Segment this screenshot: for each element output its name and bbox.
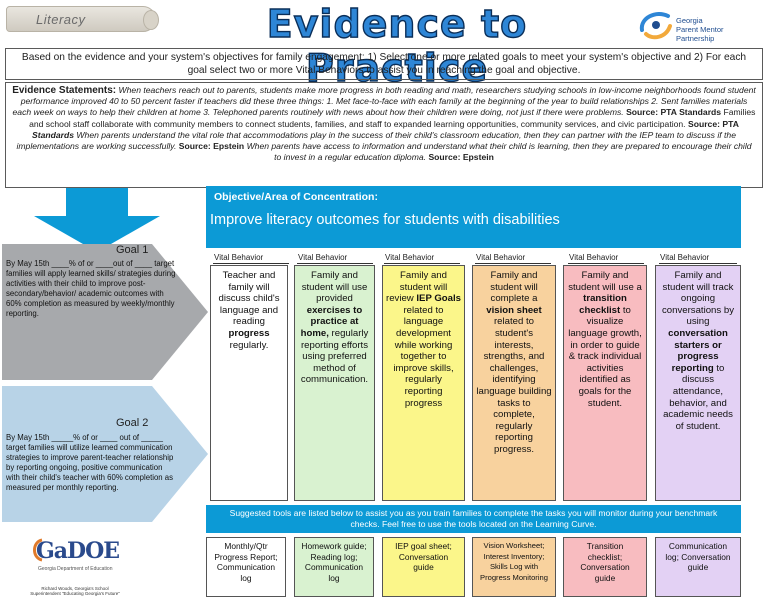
down-arrow-shape <box>34 188 160 252</box>
goal-1-text: By May 15th ____% of or ____out of ____ … <box>6 259 176 318</box>
evidence-source-2: Source: PTA Standards <box>32 118 739 140</box>
vital-behavior-6: Family and student will track ongoing co… <box>655 265 741 501</box>
tools-banner: Suggested tools are listed below to assi… <box>206 505 741 533</box>
literacy-scroll-tab <box>6 6 159 32</box>
vital-behavior-label: Vital Behavior <box>214 253 264 262</box>
evidence-heading: Evidence Statements: <box>12 85 117 96</box>
evidence-source-4: Source: Epstein <box>428 152 494 163</box>
evidence-statement-1: When teachers reach out to parents, stud… <box>12 85 756 118</box>
vital-behavior-label: Vital Behavior <box>385 253 435 262</box>
vital-behavior-rule <box>297 263 373 264</box>
goal-arrows-shape <box>2 244 208 522</box>
tool-box-4: Vision Worksheet;Interest Inventory;Skil… <box>472 537 556 597</box>
vital-behavior-rule <box>213 263 289 264</box>
evidence-source-1: Source: PTA Standards <box>626 107 722 118</box>
evidence-source-3: Source: Epstein <box>178 141 245 152</box>
vital-behavior-label: Vital Behavior <box>298 253 348 262</box>
gadoe-swoosh-icon <box>33 538 43 562</box>
vital-behavior-2: Family and student will use provided exe… <box>294 265 375 501</box>
instructions-box: Based on the evidence and your system's … <box>5 48 763 80</box>
vital-behavior-label: Vital Behavior <box>476 253 526 262</box>
objective-text: Improve literacy outcomes for students w… <box>210 212 560 228</box>
gadoe-logo: GaDOE <box>36 538 120 564</box>
vital-behavior-rule <box>659 263 737 264</box>
literacy-tab-label: Literacy <box>36 12 86 27</box>
vital-behavior-rule <box>475 263 551 264</box>
vital-behavior-1: Teacher and family will discuss child's … <box>210 265 288 501</box>
gpmp-logo-text: Georgia Parent Mentor Partnership <box>676 16 724 43</box>
evidence-statement-4: When parents have access to information … <box>246 141 752 163</box>
goal-2-label: Goal 2 <box>116 417 149 429</box>
vital-behavior-4: Family and student will complete a visio… <box>472 265 556 501</box>
gadoe-subtitle: Georgia Department of Education <box>38 566 113 572</box>
gpmp-logo-icon <box>639 11 672 40</box>
vital-behavior-rule <box>568 263 644 264</box>
vital-behavior-rule <box>384 263 460 264</box>
evidence-statements: Evidence Statements: When teachers reach… <box>5 82 763 188</box>
objective-banner: Objective/Area of Concentration: Improve… <box>206 186 741 248</box>
objective-title: Objective/Area of Concentration: <box>214 191 378 203</box>
evidence-statement-2: Families and school staff collaborate wi… <box>29 107 756 129</box>
vital-behavior-label: Vital Behavior <box>660 253 710 262</box>
gadoe-byline: Richard Woods, Georgia's School Superint… <box>30 586 120 596</box>
vital-behavior-label: Vital Behavior <box>569 253 619 262</box>
goal-1-label: Goal 1 <box>116 244 149 256</box>
page-title: Evidence to Practice <box>266 1 528 90</box>
vital-behavior-5: Family and student will use a transition… <box>563 265 647 501</box>
vital-behavior-3: Family and student will review IEP Goals… <box>382 265 465 501</box>
evidence-statement-3: When parents understand the vital role t… <box>16 129 736 152</box>
tool-box-2: Homework guide;Reading log;Communication… <box>294 537 374 597</box>
goal-2-text: By May 15th _____% of or ____ out of ___… <box>6 433 174 492</box>
